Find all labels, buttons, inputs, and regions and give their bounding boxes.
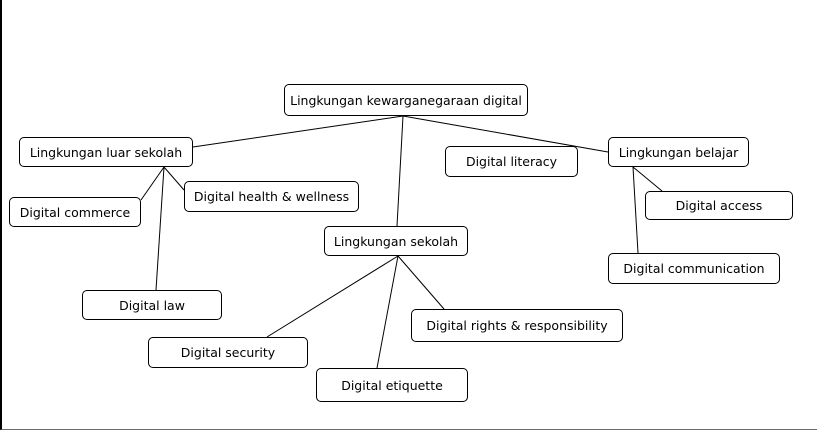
node-luar-sekolah: Lingkungan luar sekolah — [19, 137, 193, 167]
edge-sekolah-rights — [397, 255, 445, 310]
node-digital-etiquette: Digital etiquette — [316, 368, 468, 402]
node-digital-security: Digital security — [148, 337, 308, 368]
edge-luar-commerce — [140, 166, 165, 201]
node-digital-commerce: Digital commerce — [9, 197, 141, 227]
node-belajar: Lingkungan belajar — [608, 137, 749, 167]
edge-belajar-comm — [632, 166, 639, 254]
node-digital-communication: Digital communication — [608, 253, 780, 284]
edge-root-sekolah — [396, 115, 404, 227]
edge-belajar-access — [632, 166, 663, 192]
node-digital-access: Digital access — [645, 191, 793, 220]
edge-root-luar — [192, 115, 404, 148]
node-digital-health: Digital health & wellness — [184, 181, 359, 212]
edge-sekolah-etiquette — [376, 255, 399, 369]
node-digital-literacy: Digital literacy — [445, 146, 578, 177]
node-digital-rights: Digital rights & responsibility — [411, 309, 623, 342]
node-sekolah: Lingkungan sekolah — [324, 226, 468, 256]
edge-luar-health — [163, 166, 185, 191]
node-root: Lingkungan kewarganegaraan digital — [284, 84, 528, 116]
edge-sekolah-security — [266, 255, 399, 338]
node-digital-law: Digital law — [82, 290, 222, 320]
edge-luar-law — [155, 166, 165, 291]
